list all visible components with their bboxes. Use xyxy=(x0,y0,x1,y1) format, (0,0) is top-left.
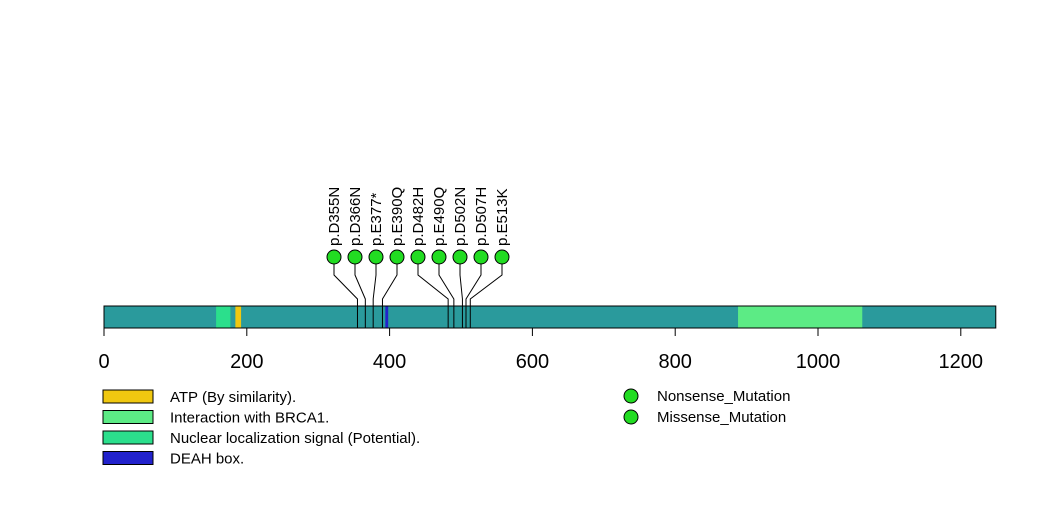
legend-label: Nuclear localization signal (Potential). xyxy=(170,430,420,447)
mutation-label: p.D366N xyxy=(347,187,364,246)
legend-label: ATP (By similarity). xyxy=(170,389,296,406)
domain-legend: ATP (By similarity). Interaction with BRC… xyxy=(102,389,420,468)
domain-region-1[interactable] xyxy=(738,306,863,328)
domain-region-2[interactable] xyxy=(216,306,231,328)
mutation-circle-p.E490Q[interactable] xyxy=(431,249,447,265)
mutation-circle-p.D366N[interactable] xyxy=(347,249,363,265)
mutation-label: p.D507H xyxy=(473,187,490,246)
mutation-lollipops xyxy=(326,249,510,265)
legend-swatch-2 xyxy=(102,430,154,445)
axis-tick-label: 400 xyxy=(373,351,406,373)
mutation-stem xyxy=(417,264,449,328)
mutation-type-label: Missense_Mutation xyxy=(657,409,786,426)
mutation-circle-p.E377*[interactable] xyxy=(368,249,384,265)
track-outline xyxy=(103,305,997,329)
axis-tick-label: 0 xyxy=(98,351,109,373)
mutation-label: p.E390Q xyxy=(389,187,406,246)
mutation-type-circle xyxy=(623,409,639,425)
mutation-label: p.E513K xyxy=(494,188,511,246)
domain-region-0[interactable] xyxy=(235,306,242,328)
mutation-stem xyxy=(333,264,358,328)
legend-swatch-0 xyxy=(102,389,154,404)
legend-label: DEAH box. xyxy=(170,451,244,468)
mutation-circle-p.D502N[interactable] xyxy=(452,249,468,265)
legend-swatch-3 xyxy=(102,451,154,465)
mutation-circle-p.D355N[interactable] xyxy=(326,249,342,265)
mutation-circle-p.E513K[interactable] xyxy=(494,249,510,265)
axis-tick-label: 800 xyxy=(659,351,692,373)
axis-tick-label: 1200 xyxy=(939,351,984,373)
legend-label: Interaction with BRCA1. xyxy=(170,410,329,427)
mutation-label: p.D502N xyxy=(452,187,469,246)
mutation-stem xyxy=(465,264,482,328)
mutation-label: p.D355N xyxy=(326,187,343,246)
mutation-stem xyxy=(469,264,503,328)
mutation-type-circle xyxy=(623,388,639,404)
mutation-label: p.E490Q xyxy=(431,187,448,246)
mutation-circle-p.D482H[interactable] xyxy=(410,249,426,265)
mutation-stem xyxy=(459,264,463,328)
mutation-label: p.D482H xyxy=(410,187,427,246)
axis-tick-label: 1000 xyxy=(796,351,841,373)
mutation-circle-p.E390Q[interactable] xyxy=(389,249,405,265)
mutation-stems xyxy=(333,264,503,328)
mutation-stem xyxy=(381,264,398,328)
mutation-stem xyxy=(372,264,377,328)
x-axis: 0 200 400 600 800 1000 1200 xyxy=(98,328,983,373)
axis-tick-label: 600 xyxy=(516,351,549,373)
mutation-type-label: Nonsense_Mutation xyxy=(657,388,790,405)
axis-tick-label: 200 xyxy=(230,351,263,373)
domain-regions xyxy=(216,306,863,328)
protein-backbone-outline xyxy=(103,305,997,329)
legend-swatch-1 xyxy=(102,410,154,424)
mutation-stem xyxy=(438,264,455,328)
mutation-label: p.E377* xyxy=(368,192,385,246)
mutation-circle-p.D507H[interactable] xyxy=(473,249,489,265)
domain-region-3[interactable] xyxy=(385,306,389,328)
mutation-stem xyxy=(354,264,366,328)
